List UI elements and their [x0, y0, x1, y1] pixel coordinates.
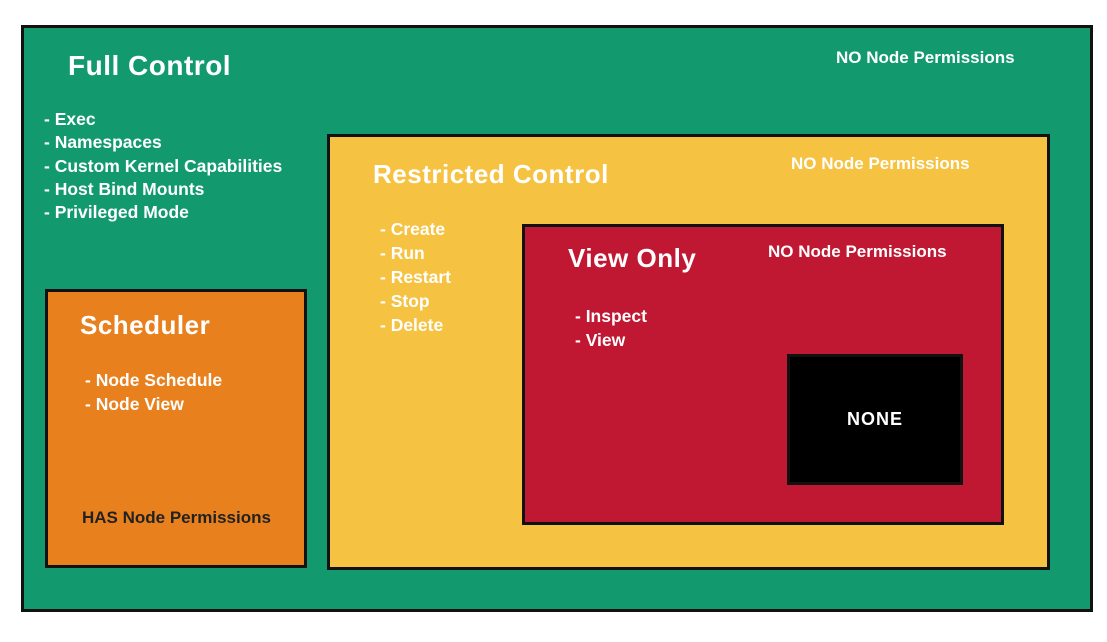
restricted-control-permissions-list: - Create - Run - Restart - Stop - Delete — [380, 217, 451, 337]
list-item: - Inspect — [575, 306, 647, 326]
scheduler-box: Scheduler - Node Schedule - Node View HA… — [45, 289, 307, 568]
scheduler-permissions-list: - Node Schedule - Node View — [85, 368, 222, 416]
full-control-box: Full Control NO Node Permissions - Exec … — [21, 25, 1093, 612]
none-box: NONE — [787, 354, 963, 485]
scheduler-title: Scheduler — [80, 310, 211, 340]
list-item: - Custom Kernel Capabilities — [44, 155, 283, 176]
restricted-control-title: Restricted Control — [373, 159, 609, 189]
list-item: - Exec — [44, 109, 96, 129]
view-only-permissions-list: - Inspect - View — [575, 304, 647, 352]
restricted-control-node-permissions-badge: NO Node Permissions — [791, 154, 970, 173]
restricted-control-box: Restricted Control NO Node Permissions -… — [327, 134, 1050, 570]
list-item: - Restart — [380, 267, 451, 287]
list-item: - Delete — [380, 315, 444, 335]
full-control-permissions-list: - Exec - Namespaces - Custom Kernel Capa… — [44, 108, 282, 224]
view-only-box: View Only NO Node Permissions - Inspect … — [522, 224, 1004, 525]
view-only-title: View Only — [568, 243, 697, 273]
list-item: - View — [575, 330, 626, 350]
scheduler-node-permissions-badge: HAS Node Permissions — [82, 508, 271, 527]
list-item: - Namespaces — [44, 132, 162, 153]
list-item: - Privileged Mode — [44, 202, 189, 223]
none-label: NONE — [846, 409, 903, 429]
list-item: - Node Schedule — [85, 370, 223, 390]
full-control-node-permissions-badge: NO Node Permissions — [836, 48, 1015, 67]
list-item: - Host Bind Mounts — [44, 178, 205, 199]
list-item: - Run — [380, 243, 425, 263]
view-only-node-permissions-badge: NO Node Permissions — [768, 242, 947, 261]
full-control-title: Full Control — [68, 50, 232, 81]
list-item: - Node View — [85, 394, 184, 414]
list-item: - Create — [380, 219, 446, 239]
list-item: - Stop — [380, 291, 430, 311]
